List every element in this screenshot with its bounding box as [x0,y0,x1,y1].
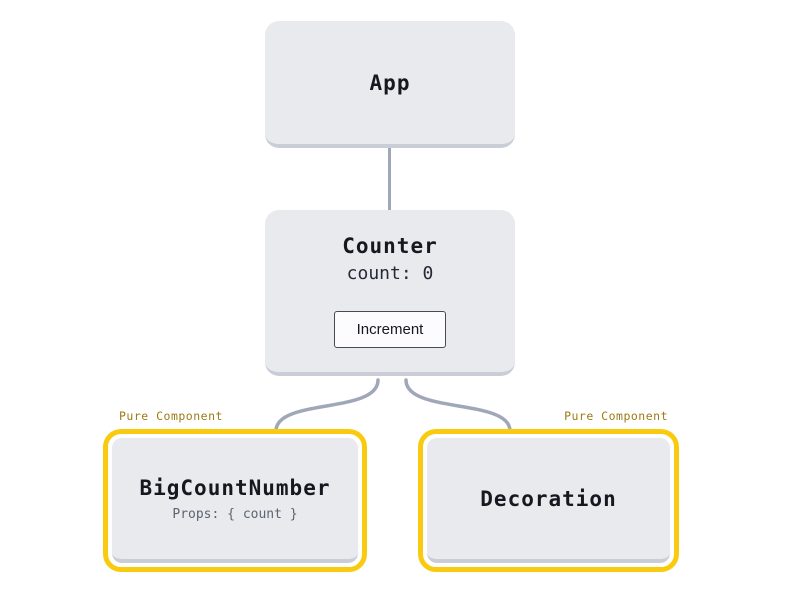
connector-counter-decoration [404,378,512,433]
node-big-count-number: BigCountNumber Props: { count } [112,438,358,563]
big-count-number-props: Props: { count } [172,506,298,522]
pure-component-label-left: Pure Component [119,409,223,423]
node-app-title: App [369,70,411,95]
node-counter-title: Counter [342,234,438,258]
connector-app-counter [388,148,391,210]
node-big-count-number-title: BigCountNumber [139,475,331,500]
node-app: App [265,21,515,148]
node-decoration: Decoration [427,438,670,563]
pure-frame-big-count-number: BigCountNumber Props: { count } [103,429,367,572]
connector-counter-bigcountnumber [274,378,380,433]
node-decoration-title: Decoration [480,486,617,511]
counter-state-value: count: 0 [346,263,434,284]
node-counter: Counter count: 0 Increment [265,210,515,376]
pure-component-label-right: Pure Component [564,409,668,423]
increment-button[interactable]: Increment [334,311,446,348]
connector-counter-children [274,378,512,433]
pure-frame-decoration: Decoration [418,429,679,572]
